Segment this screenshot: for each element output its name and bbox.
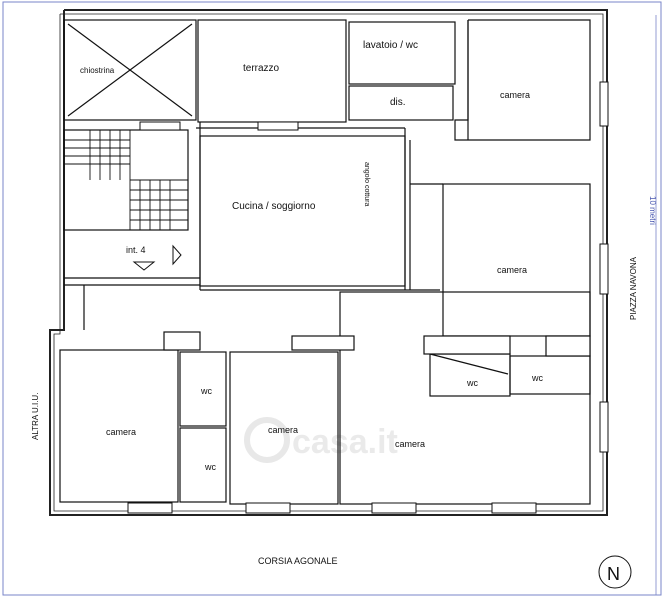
interior-walls <box>59 19 591 505</box>
label-dis: dis. <box>390 97 406 108</box>
windows <box>127 81 609 514</box>
exterior-walls <box>49 9 608 516</box>
label-terrazzo: terrazzo <box>243 63 280 74</box>
compass-letter: N <box>607 564 620 584</box>
label-wc-right: wc <box>466 378 478 388</box>
label-camera-s: camera <box>268 425 298 435</box>
wc-far-right-outline <box>509 355 591 395</box>
watermark: casa.it <box>244 417 398 463</box>
label-camera-se: camera <box>395 439 425 449</box>
label-camera-e: camera <box>497 265 527 275</box>
label-street-right: PIAZZA NAVONA <box>629 256 638 320</box>
entrance-arrow-icon <box>132 244 182 271</box>
label-camera-ne: camera <box>500 90 530 100</box>
room-labels: chiostrina terrazzo lavatoio / wc dis. c… <box>80 40 543 472</box>
label-wc-center: wc <box>200 386 212 396</box>
stairs <box>64 130 188 230</box>
dis-outline <box>348 85 454 121</box>
wc-center-outline <box>179 351 227 427</box>
label-wc-far-right: wc <box>531 373 543 383</box>
wc-small-outline <box>179 427 227 503</box>
camera-e-outline <box>442 183 591 337</box>
chiostrina-outline <box>63 19 197 121</box>
label-cucina: Cucina / soggiorno <box>232 201 316 212</box>
scale-label: 10 metri <box>648 196 657 225</box>
cucina-outline <box>199 135 406 287</box>
label-int: int. 4 <box>126 245 146 255</box>
camera-se-outline <box>339 291 591 505</box>
label-camera-sw: camera <box>106 427 136 437</box>
label-chiostrina: chiostrina <box>80 66 115 75</box>
label-angolo-cottura: angolo cottura <box>363 162 370 206</box>
drawing-border <box>2 1 662 596</box>
north-compass-icon: N <box>598 555 632 589</box>
wc-right-outline <box>429 353 511 397</box>
label-street-bottom: CORSIA AGONALE <box>258 556 338 566</box>
watermark-text: casa.it <box>292 423 398 461</box>
label-street-left: ALTRA U.I.U. <box>31 393 40 440</box>
label-wc-small: wc <box>204 462 216 472</box>
scale-bar: 10 metri <box>648 15 657 595</box>
camera-sw-outline <box>59 349 179 503</box>
label-lavatoio: lavatoio / wc <box>363 40 418 51</box>
lavatoio-outline <box>348 21 456 85</box>
